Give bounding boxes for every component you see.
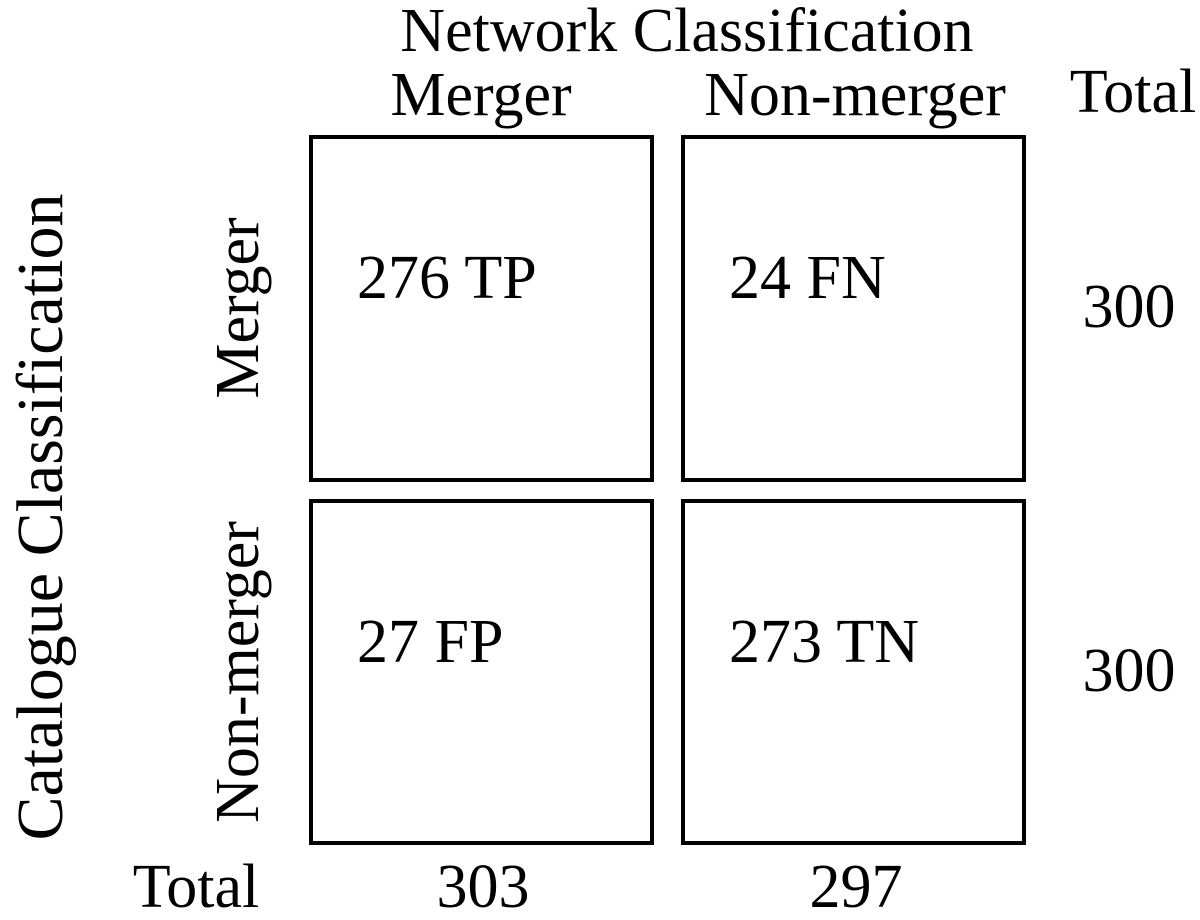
row-total-non-merger: 300 — [1082, 637, 1176, 705]
catalogue-classification-axis-title: Catalogue Classification — [4, 193, 77, 841]
column-total-non-merger: 297 — [809, 853, 903, 920]
column-header-non-merger: Non-merger — [704, 61, 1006, 129]
cell-box-true-negative — [681, 499, 1026, 845]
row-label-merger: Merger — [204, 217, 272, 399]
row-label-non-merger: Non-merger — [204, 521, 272, 823]
cell-box-false-positive — [309, 499, 654, 845]
cell-value-true-positive: 276 TP — [357, 244, 537, 312]
cell-box-true-positive — [309, 135, 654, 482]
column-header-total: Total — [1069, 58, 1197, 126]
cell-box-false-negative — [681, 135, 1026, 482]
column-header-merger: Merger — [390, 61, 572, 129]
cell-value-false-positive: 27 FP — [357, 608, 504, 676]
network-classification-title: Network Classification — [400, 0, 974, 65]
cell-value-false-negative: 24 FN — [729, 244, 886, 312]
row-total-merger: 300 — [1082, 273, 1176, 341]
column-total-merger: 303 — [436, 853, 530, 920]
bottom-total-label: Total — [132, 853, 260, 920]
cell-value-true-negative: 273 TN — [729, 608, 920, 676]
